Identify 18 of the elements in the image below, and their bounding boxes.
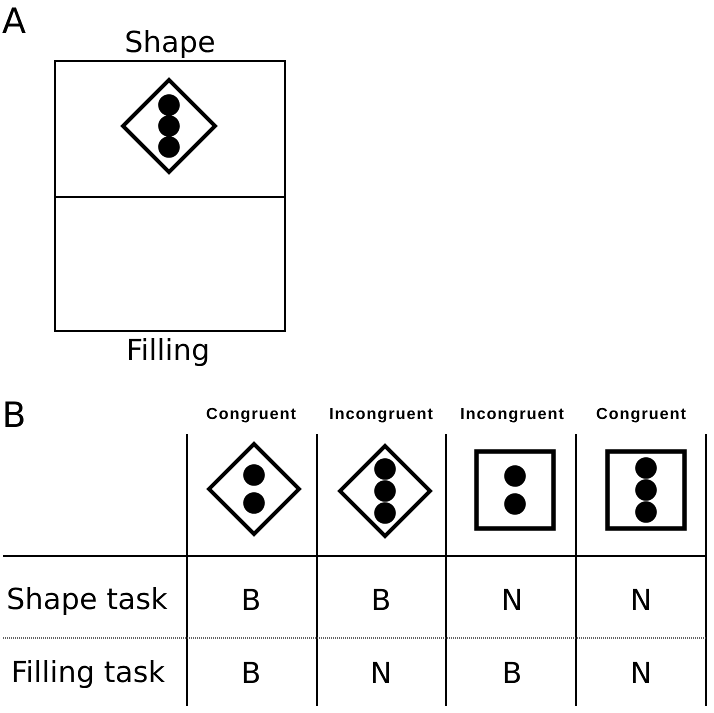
column-header: Incongruent — [461, 408, 564, 422]
cell-letter: N — [633, 662, 650, 683]
cell-letter: N — [373, 662, 389, 683]
panel-letter: A — [2, 7, 26, 33]
cell-letter: N — [504, 588, 520, 610]
box-heading: Shape — [126, 30, 214, 58]
cell-letter: B — [504, 662, 520, 683]
cell-letter: B — [244, 588, 259, 610]
row-header: Shape task — [8, 586, 168, 616]
box-heading: Filling — [129, 338, 208, 366]
panel-letter: B — [5, 402, 24, 427]
column-header: Congruent — [206, 408, 296, 422]
row-header: Filling task — [14, 660, 165, 688]
cell-letter: B — [244, 662, 259, 683]
column-header: Incongruent — [330, 408, 433, 422]
cell-letter: B — [374, 588, 389, 610]
column-header: Congruent — [596, 408, 686, 422]
cell-letter: N — [633, 588, 650, 610]
